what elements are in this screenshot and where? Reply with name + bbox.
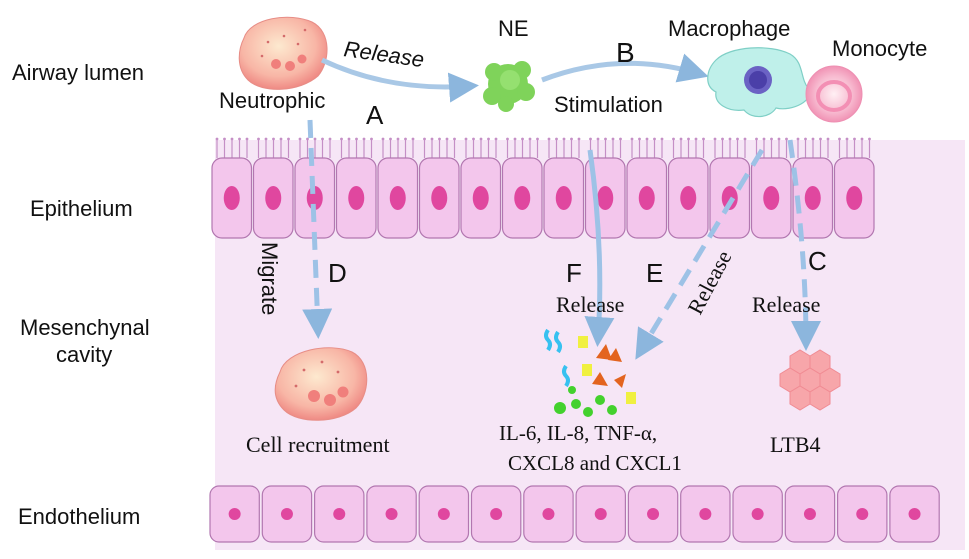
epithelial-cell (460, 157, 502, 239)
ltb4-molecule-icon (779, 349, 841, 411)
epithelial-cell (709, 157, 751, 239)
endothelial-cell (314, 485, 365, 543)
epithelial-cell (335, 157, 377, 239)
label-neutrophil: Neutrophic (219, 88, 325, 113)
label-cytokines-line1: IL-6, IL-8, TNF-α, (499, 421, 657, 445)
label-mesenchymal-line2: cavity (56, 342, 112, 367)
label-epithelium: Epithelium (30, 196, 133, 221)
label-monocyte: Monocyte (832, 36, 927, 61)
epithelium-cell-row (211, 157, 875, 239)
label-stimulation: Stimulation (554, 92, 663, 117)
step-a: A (366, 100, 384, 130)
cytokine-cluster-icon (544, 328, 636, 417)
step-d: D (328, 258, 347, 288)
label-release-f: Release (556, 292, 624, 317)
step-e: E (646, 258, 663, 288)
endothelial-cell (470, 485, 522, 543)
epithelial-cell (626, 157, 668, 239)
release-arrow-f (584, 149, 615, 347)
step-b: B (616, 37, 635, 68)
endothelial-cell (523, 485, 574, 543)
endothelial-cell (627, 485, 679, 543)
release-arrow-c (787, 139, 821, 351)
label-ltb4: LTB4 (770, 432, 821, 457)
label-release-top: Release (342, 36, 425, 72)
release-arrow-top (320, 57, 479, 103)
migrate-arrow (302, 119, 333, 339)
label-mesenchymal-line1: Mesenchynal (20, 315, 150, 340)
epithelial-cell (377, 157, 419, 239)
epithelial-cell (294, 157, 336, 239)
endothelium-cell-row (209, 485, 940, 543)
epithelial-cell (667, 157, 709, 239)
endothelial-cell (784, 485, 836, 543)
label-cell-recruitment: Cell recruitment (246, 432, 390, 457)
endothelial-cell (209, 485, 260, 543)
macrophage-cell-icon (707, 47, 811, 118)
label-airway-lumen: Airway lumen (12, 60, 144, 85)
endothelial-cell (836, 485, 888, 543)
epithelial-cell (833, 157, 875, 239)
epithelial-cell (252, 157, 294, 239)
ne-particle-icon (483, 61, 535, 112)
step-f: F (566, 258, 582, 288)
epithelial-cell (750, 157, 792, 239)
label-endothelium: Endothelium (18, 504, 140, 529)
step-c: C (808, 246, 827, 276)
endothelial-cell (680, 485, 731, 543)
label-macrophage: Macrophage (668, 16, 790, 41)
label-cytokines-line2: CXCL8 and CXCL1 (508, 451, 682, 475)
endothelial-cell (418, 485, 470, 543)
endothelial-cell (732, 485, 783, 543)
recruited-neutrophil-icon (274, 347, 368, 421)
endothelial-cell (366, 485, 417, 543)
stimulation-arrow (541, 53, 709, 83)
release-arrow-e (635, 148, 765, 360)
label-migrate: Migrate (257, 242, 282, 315)
epithelial-cell (501, 157, 543, 239)
label-release-c: Release (752, 292, 820, 317)
monocyte-cell-icon (805, 65, 863, 123)
epithelial-cell (543, 157, 585, 239)
epithelial-cell (792, 157, 834, 239)
endothelial-cell (575, 485, 626, 543)
endothelial-cell (261, 485, 313, 543)
label-ne: NE (498, 16, 529, 41)
endothelial-cell (889, 485, 940, 543)
epithelial-cell (418, 157, 460, 239)
epithelial-cell (211, 157, 253, 239)
neutrophil-cell-icon (238, 16, 328, 90)
